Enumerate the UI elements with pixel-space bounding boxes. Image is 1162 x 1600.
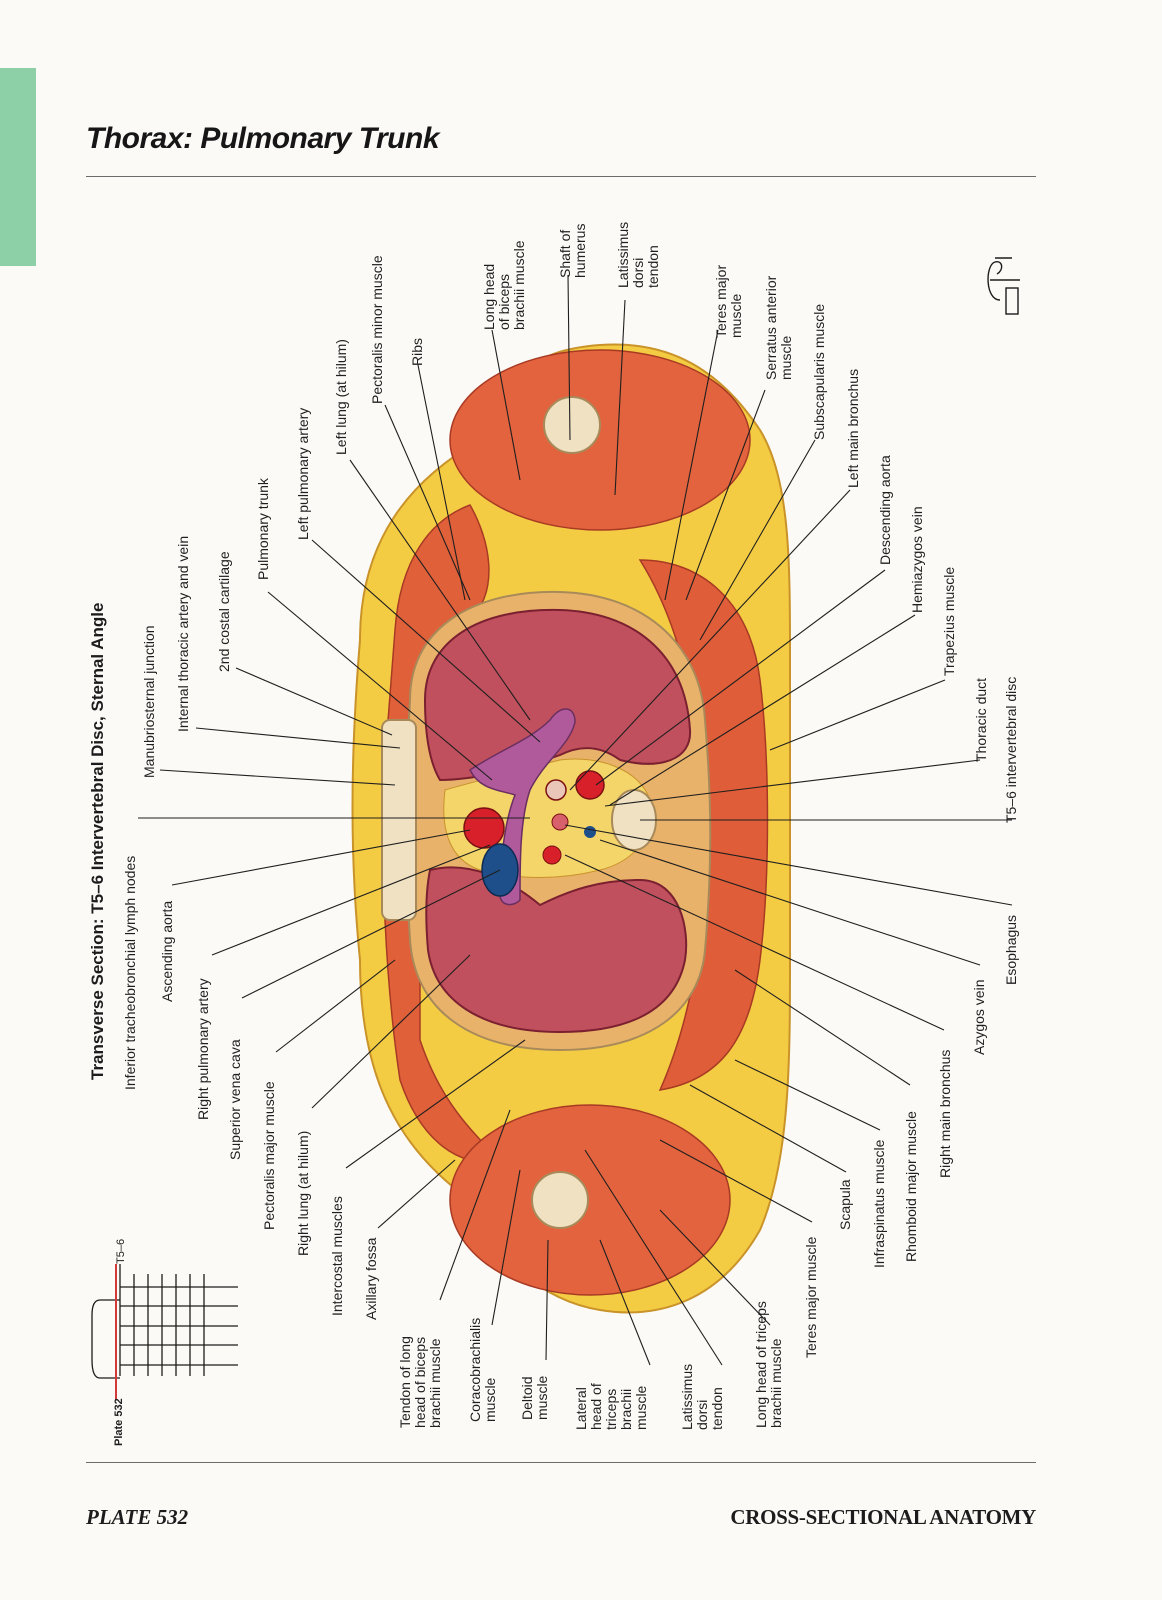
locator-level-label: T5–6 [115, 1238, 127, 1264]
label-manubriosternal-junction: Manubriosternal junction [141, 625, 157, 778]
left-main-bronchus-shape [545, 779, 567, 801]
label-pectoralis-minor: Pectoralis minor muscle [369, 255, 385, 404]
footer-rule [86, 1462, 1036, 1463]
label-teres-major-bottom: Teres major muscle [803, 1236, 819, 1358]
leader-lines [138, 274, 1013, 1366]
label-azygos-vein: Azygos vein [971, 979, 987, 1055]
left-lung [423, 608, 692, 782]
label-right-pulmonary-artery: Right pulmonary artery [195, 978, 211, 1120]
label-hemiazygos-vein: Hemiazygos vein [909, 506, 925, 613]
locator-plate-label: Plate 532 [113, 1398, 125, 1446]
right-main-bronchus-shape [542, 845, 562, 865]
label-lateral-head-triceps: Lateral head of triceps brachii muscle [573, 1383, 649, 1430]
label-long-head-triceps: Long head of triceps brachii muscle [753, 1301, 784, 1428]
label-deltoid: Deltoid muscle [519, 1375, 550, 1420]
label-infraspinatus: Infraspinatus muscle [871, 1139, 887, 1268]
right-arm-muscles [449, 1104, 731, 1296]
right-lung [425, 866, 688, 1034]
label-tendon-long-head-biceps: Tendon of long head of biceps brachii mu… [397, 1336, 443, 1428]
label-ribs: Ribs [409, 337, 425, 366]
left-arm-muscles [449, 349, 751, 531]
chapter-tab [0, 68, 36, 266]
label-left-lung-hilum: Left lung (at hilum) [333, 339, 349, 455]
label-pulmonary-trunk: Pulmonary trunk [255, 478, 271, 580]
label-teres-major-top: Teres major muscle [713, 264, 744, 338]
label-latissimus-dorsi-tendon-top: Latissimus dorsi tendon [615, 221, 661, 288]
label-trapezius: Trapezius muscle [941, 566, 957, 676]
label-left-pulmonary-artery: Left pulmonary artery [295, 407, 311, 540]
azygos-vein-shape [584, 826, 596, 838]
label-latissimus-dorsi-tendon-bottom: Latissimus dorsi tendon [679, 1363, 725, 1430]
label-right-lung-hilum: Right lung (at hilum) [295, 1130, 311, 1256]
section-name: CROSS-SECTIONAL ANATOMY [730, 1505, 1036, 1529]
esophagus-shape [551, 813, 569, 831]
label-left-main-bronchus: Left main bronchus [845, 368, 861, 488]
plate-number: PLATE 532 [86, 1505, 189, 1529]
label-long-head-biceps: Long head of biceps brachii muscle [481, 240, 527, 330]
label-thoracic-duct: Thoracic duct [973, 677, 989, 762]
pulmonary-trunk-shape [469, 708, 576, 906]
descending-aorta-shape [575, 770, 605, 800]
label-pectoralis-major: Pectoralis major muscle [261, 1081, 277, 1230]
label-ascending-aorta: Ascending aorta [159, 900, 175, 1002]
label-2nd-costal-cartilage: 2nd costal cartilage [216, 551, 232, 672]
label-descending-aorta: Descending aorta [877, 455, 893, 565]
label-intercostal-muscles: Intercostal muscles [329, 1196, 345, 1316]
label-scapula: Scapula [837, 1179, 853, 1230]
label-internal-thoracic-artery-vein: Internal thoracic artery and vein [175, 535, 191, 732]
label-coracobrachialis: Coracobrachialis muscle [467, 1317, 498, 1422]
left-humerus [543, 396, 601, 454]
locator-diagram [91, 1264, 238, 1400]
label-right-main-bronchus: Right main bronchus [937, 1049, 953, 1178]
header-rule [86, 176, 1036, 177]
label-serratus-anterior: Serratus anterior muscle [763, 275, 794, 380]
sternum [381, 719, 417, 921]
label-superior-vena-cava: Superior vena cava [227, 1039, 243, 1160]
ascending-aorta-shape [463, 807, 505, 849]
label-axillary-fossa: Axillary fossa [363, 1237, 379, 1320]
cross-section-body [351, 343, 792, 1314]
label-esophagus: Esophagus [1003, 914, 1019, 985]
right-humerus [531, 1171, 589, 1229]
signature [987, 257, 1020, 315]
label-t5-6-disc: T5–6 intervertebral disc [1003, 676, 1019, 823]
label-subscapularis: Subscapularis muscle [811, 303, 827, 440]
page-title: Thorax: Pulmonary Trunk [86, 122, 440, 155]
label-shaft-of-humerus: Shaft of humerus [557, 223, 588, 278]
label-rhomboid-major: Rhomboid major muscle [903, 1111, 919, 1262]
label-inferior-tracheobronchial-lymph-nodes: Inferior tracheobronchial lymph nodes [122, 855, 138, 1090]
